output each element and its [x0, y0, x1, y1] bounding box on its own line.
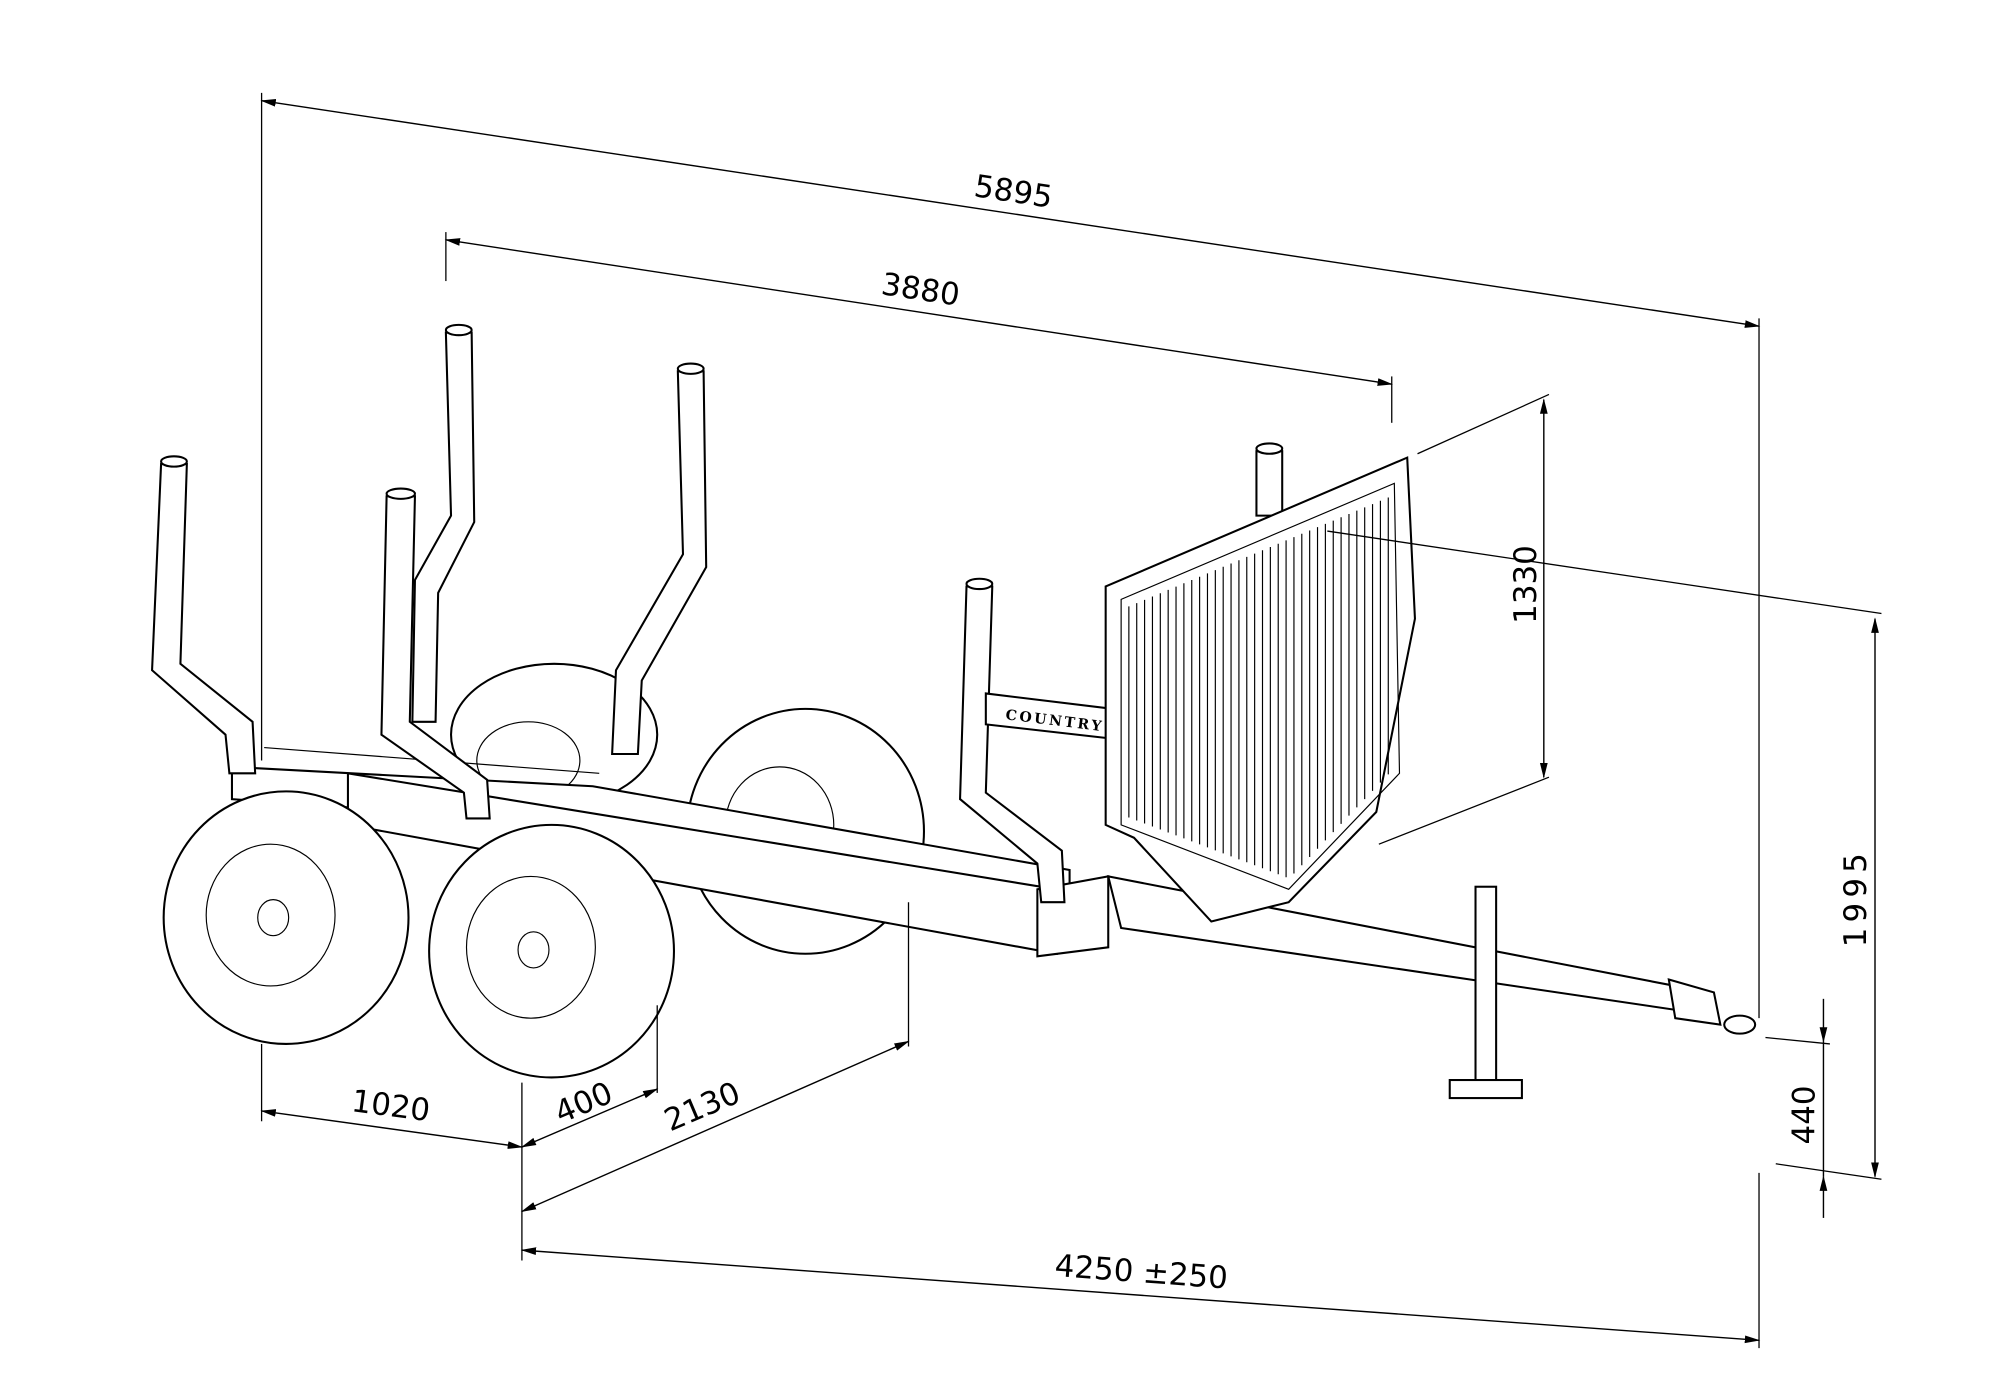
wheel-rear-left	[162, 790, 410, 1045]
dim-hitch-height: 440	[1786, 1085, 1822, 1144]
dim-overall-height: 1995	[1838, 848, 1874, 947]
wheel-front-left	[428, 823, 676, 1079]
forestry-trailer: COUNTRY	[151, 323, 1757, 1100]
dim-wheel-spacing: 400	[550, 1075, 618, 1131]
dim-load-length: 3880	[879, 266, 962, 313]
drawbar-hitch	[1667, 978, 1757, 1035]
dim-overall-width: 2130	[659, 1075, 745, 1139]
dimension-labels: 5895 3880 1330 1995 440 1020 400 2130 42…	[349, 168, 1874, 1296]
dim-grille-height: 1330	[1508, 545, 1544, 624]
front-grille	[1104, 456, 1416, 923]
dim-axle-offset: 1020	[349, 1083, 432, 1129]
dimension-lines	[260, 92, 1882, 1349]
wheel-rear-left-back	[450, 662, 659, 807]
dim-drawbar-length: 4250 ±250	[1054, 1248, 1230, 1297]
support-jack	[1448, 885, 1523, 1100]
dim-overall-length: 5895	[972, 168, 1055, 215]
